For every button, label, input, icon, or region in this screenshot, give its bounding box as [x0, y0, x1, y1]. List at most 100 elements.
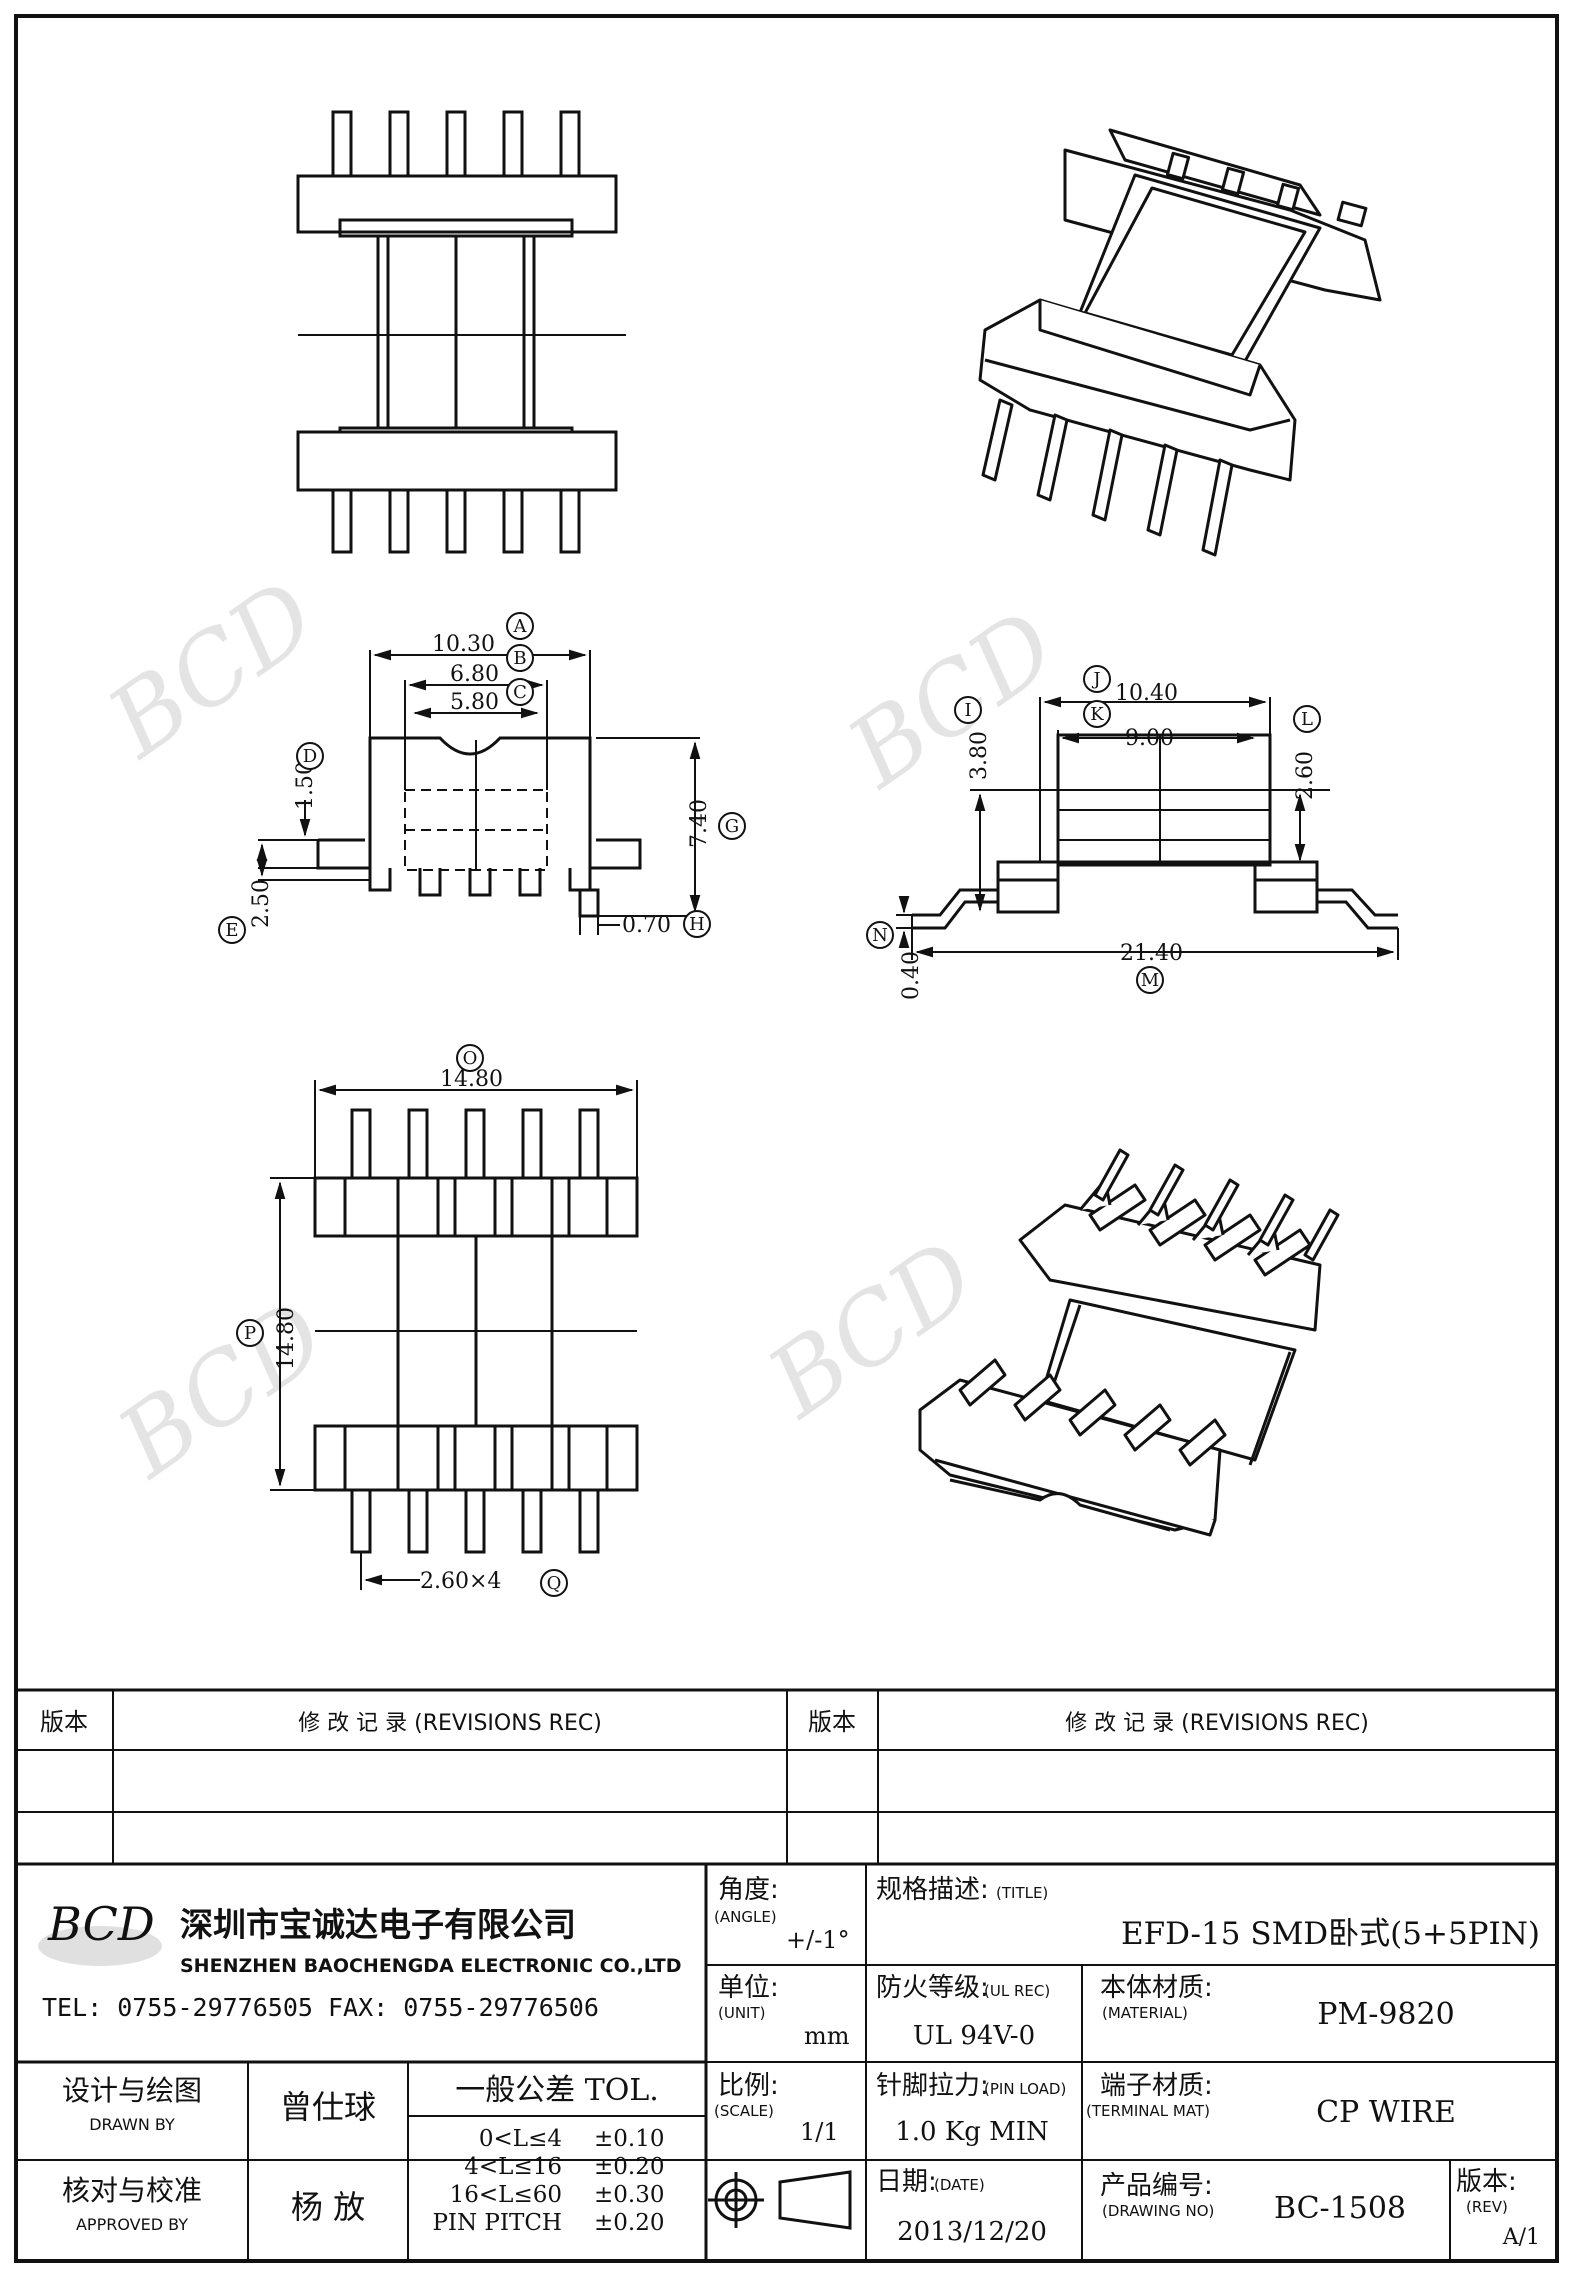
watermark: BCD [97, 1279, 345, 1500]
drawn-name: 曾仕球 [280, 2088, 376, 2126]
pin-load-label: 针脚拉力: [876, 2071, 989, 2101]
callout-i: I [954, 696, 982, 724]
company-info: BCD 深圳市宝诚达电子有限公司 SHENZHEN BAOCHENGDA ELE… [38, 1897, 681, 2022]
dim-value-e: 2.50 [249, 879, 274, 928]
dim-value-q: 2.60×4 [420, 1569, 501, 1594]
dim-value-k: 9.00 [1125, 726, 1174, 751]
bottom-view-dimensions [270, 1080, 638, 1590]
drawing-no-label-en: (DRAWING NO) [1102, 2202, 1214, 2220]
callout-p: P [236, 1319, 264, 1347]
svg-text:L: L [1301, 709, 1313, 730]
unit-label: 单位: [718, 1973, 779, 2003]
dim-value-c: 5.80 [450, 690, 499, 715]
svg-text:I: I [964, 700, 971, 721]
signoff: 设计与绘图 DRAWN BY 曾仕球 核对与校准 APPROVED BY 杨 放 [62, 2074, 376, 2234]
rev-value: A/1 [1502, 2225, 1540, 2250]
pin-load-label-en: (PIN LOAD) [984, 2080, 1066, 2098]
svg-text:N: N [872, 925, 888, 946]
tolerance-value: ±0.20 [594, 2210, 664, 2236]
svg-text:P: P [244, 1323, 256, 1344]
scale-label: 比例: [718, 2071, 779, 2101]
svg-text:J: J [1091, 669, 1100, 690]
spec-right: 规格描述: (TITLE) EFD-15 SMD卧式(5+5PIN) 防火等级:… [876, 1875, 1540, 2250]
tolerance-value: ±0.10 [594, 2126, 664, 2152]
tolerance-value: ±0.30 [594, 2182, 664, 2208]
angle-label: 角度: [718, 1875, 779, 1905]
svg-text:C: C [513, 682, 527, 703]
drawn-label: 设计与绘图 [62, 2074, 202, 2107]
front-view-dimensions [256, 649, 701, 935]
front-view-callouts: A B C D E G H [218, 612, 746, 944]
dim-value-b: 6.80 [450, 662, 499, 687]
dim-value-n: 0.40 [899, 951, 924, 1000]
ul-value: UL 94V-0 [913, 2021, 1035, 2051]
company-name-cn: 深圳市宝诚达电子有限公司 [180, 1905, 576, 1944]
material-value: PM-9820 [1317, 1997, 1454, 2032]
date-label-en: (DATE) [934, 2176, 985, 2194]
title-value: EFD-15 SMD卧式(5+5PIN) [1121, 1916, 1540, 1952]
scale-label-en: (SCALE) [714, 2102, 774, 2120]
ul-label: 防火等级: [876, 1973, 989, 2003]
svg-text:D: D [303, 746, 317, 767]
callout-b: B [506, 644, 534, 672]
callout-a: A [506, 612, 534, 640]
scale-value: 1/1 [800, 2118, 839, 2146]
terminal-label: 端子材质: [1100, 2071, 1213, 2101]
company-contact: TEL: 0755-29776505 FAX: 0755-29776506 [42, 1993, 599, 2022]
tolerance-range: 0<L≤4 [479, 2126, 562, 2152]
watermark: BCD [87, 559, 335, 780]
dim-value-i: 3.80 [967, 731, 992, 780]
date-value: 2013/12/20 [897, 2217, 1047, 2247]
revision-rec-header-left: 修 改 记 录 (REVISIONS REC) [298, 1711, 602, 1736]
approved-label-en: APPROVED BY [76, 2215, 188, 2234]
revision-ver-header-right: 版本 [808, 1708, 856, 1736]
approved-name: 杨 放 [291, 2188, 365, 2226]
tolerance-range: 16<L≤60 [450, 2182, 562, 2208]
unit-label-en: (UNIT) [718, 2004, 766, 2022]
terminal-value: CP WIRE [1316, 2095, 1456, 2130]
sheet-border [14, 14, 1559, 2263]
logo-swoosh [38, 1926, 162, 1966]
material-label: 本体材质: [1100, 1973, 1213, 2003]
dim-value-m: 21.40 [1120, 941, 1183, 966]
ul-label-en: (UL REC) [984, 1982, 1050, 2000]
watermark: BCD [827, 589, 1075, 810]
callout-e: E [218, 916, 246, 944]
spec-left-column: 角度: (ANGLE) +/-1° 单位: (UNIT) mm 比例: (SCA… [714, 1875, 850, 2146]
front-view [316, 736, 642, 918]
company-logo: BCD [47, 1897, 155, 1951]
tolerance-value: ±0.20 [594, 2154, 664, 2180]
dim-value-a: 10.30 [432, 632, 495, 657]
title-label-en: (TITLE) [996, 1884, 1048, 1902]
callout-c: C [506, 678, 534, 706]
tolerance-range: PIN PITCH [432, 2210, 562, 2236]
approved-label: 核对与校准 [62, 2174, 202, 2207]
top-view [296, 110, 626, 554]
bottom-view [313, 1108, 639, 1554]
svg-text:E: E [225, 920, 238, 941]
svg-text:Q: Q [547, 1573, 562, 1594]
dim-value-p: 14.80 [274, 1307, 299, 1370]
angle-label-en: (ANGLE) [714, 1908, 777, 1926]
svg-text:H: H [689, 914, 705, 935]
callout-n: N [866, 921, 894, 949]
side-view-callouts: I J K L M N [866, 665, 1321, 994]
callout-l: L [1293, 705, 1321, 733]
callout-o: O [456, 1044, 484, 1072]
svg-text:A: A [513, 616, 528, 637]
company-name-en: SHENZHEN BAOCHENGDA ELECTRONIC CO.,LTD [180, 1955, 681, 1977]
tolerance-block: 一般公差 TOL. 0<L≤4 ±0.10 4<L≤16 ±0.20 16<L≤… [432, 2073, 664, 2236]
drawing-no-label: 产品编号: [1100, 2171, 1213, 2201]
svg-text:G: G [725, 816, 739, 837]
revisions-table: 版本 修 改 记 录 (REVISIONS REC) 版本 修 改 记 录 (R… [40, 1708, 1369, 1736]
callout-m: M [1136, 966, 1164, 994]
bottom-view-dim-labels: 14.80 14.80 2.60×4 [274, 1067, 503, 1594]
dim-value-h: 0.70 [622, 913, 671, 938]
rev-label-en: (REV) [1466, 2198, 1508, 2216]
revision-rec-header-right: 修 改 记 录 (REVISIONS REC) [1065, 1711, 1369, 1736]
projection-symbol [708, 2170, 852, 2230]
date-label: 日期: [876, 2167, 937, 2197]
callout-k: K [1083, 700, 1111, 728]
terminal-label-en: (TERMINAL MAT) [1086, 2102, 1210, 2120]
